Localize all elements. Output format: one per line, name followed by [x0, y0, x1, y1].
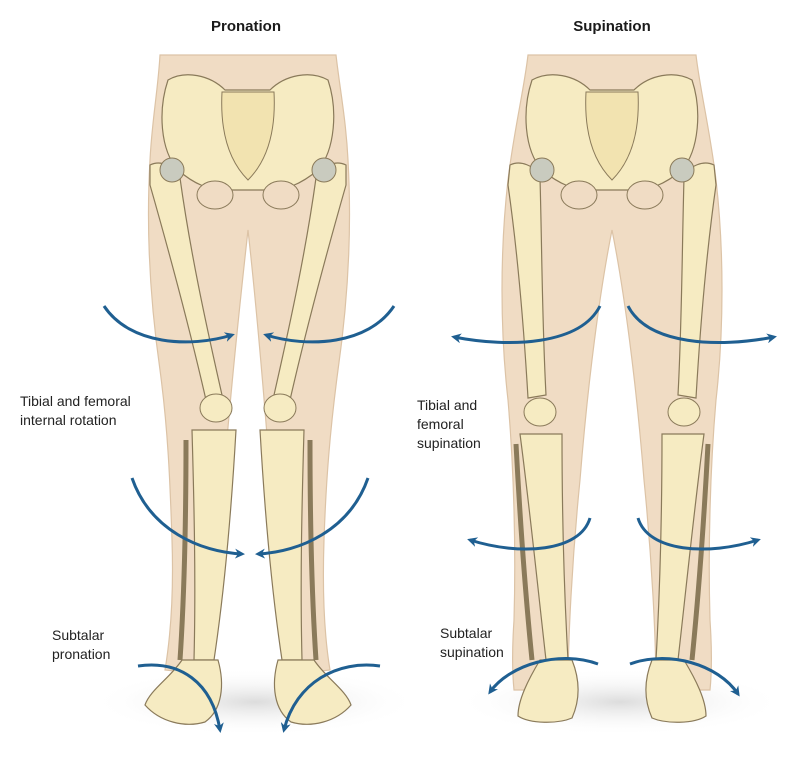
pronation-lower-line-2: pronation — [52, 646, 111, 662]
supination-panel — [451, 54, 785, 736]
supination-upper-line-3: supination — [417, 435, 481, 451]
foot-left — [517, 659, 579, 723]
femur-rotation-arrow-left — [451, 305, 602, 344]
pronation-upper-label: Tibial and femoral internal rotation — [20, 392, 131, 430]
pronation-title: Pronation — [211, 18, 281, 35]
supination-title: Supination — [573, 18, 651, 35]
supination-lower-line-1: Subtalar — [440, 625, 493, 641]
supination-upper-line-2: femoral — [417, 416, 464, 432]
fibula-left — [177, 439, 189, 661]
supination-lower-label: Subtalar supination — [440, 624, 504, 662]
femur-rotation-arrow-right — [626, 305, 777, 344]
subtalar-arrow-right — [280, 663, 381, 733]
obturator-right — [262, 180, 300, 210]
tibia-rotation-arrow-left — [467, 517, 592, 551]
fibula-left — [513, 443, 535, 661]
fibula-right — [689, 443, 711, 661]
obturator-right — [626, 180, 664, 210]
supination-upper-label: Tibial and femoral supination — [417, 396, 481, 453]
fibula-right — [307, 439, 319, 661]
pronation-panel — [90, 54, 420, 736]
supination-upper-line-1: Tibial and — [417, 397, 478, 413]
pronation-upper-line-1: Tibial and femoral — [20, 393, 131, 409]
femoral-head-left — [529, 157, 555, 183]
femoral-head-right — [669, 157, 695, 183]
ground-shadow — [90, 668, 420, 736]
obturator-left — [560, 180, 598, 210]
femur-rotation-arrow-right — [263, 305, 396, 344]
femoral-head-right — [311, 157, 337, 183]
obturator-left — [196, 180, 234, 210]
patella-left — [199, 393, 233, 423]
foot-right — [645, 659, 707, 723]
sacrum-bone — [221, 91, 275, 181]
supination-lower-line-2: supination — [440, 644, 504, 660]
patella-right — [667, 397, 701, 427]
subtalar-arrow-left — [137, 663, 224, 733]
pronation-lower-label: Subtalar pronation — [52, 626, 110, 664]
tibia-rotation-arrow-right — [636, 517, 761, 551]
sacrum-bone — [585, 91, 639, 181]
foot-left — [144, 659, 223, 725]
patella-right — [263, 393, 297, 423]
femur-rotation-arrow-left — [102, 305, 235, 344]
subtalar-arrow-left — [488, 657, 599, 695]
subtalar-arrow-right — [629, 657, 740, 697]
patella-left — [523, 397, 557, 427]
pronation-lower-line-1: Subtalar — [52, 627, 105, 643]
pronation-upper-line-2: internal rotation — [20, 412, 117, 428]
femoral-head-left — [159, 157, 185, 183]
tibia-rotation-arrow-left — [130, 477, 245, 559]
tibia-rotation-arrow-right — [255, 477, 370, 559]
